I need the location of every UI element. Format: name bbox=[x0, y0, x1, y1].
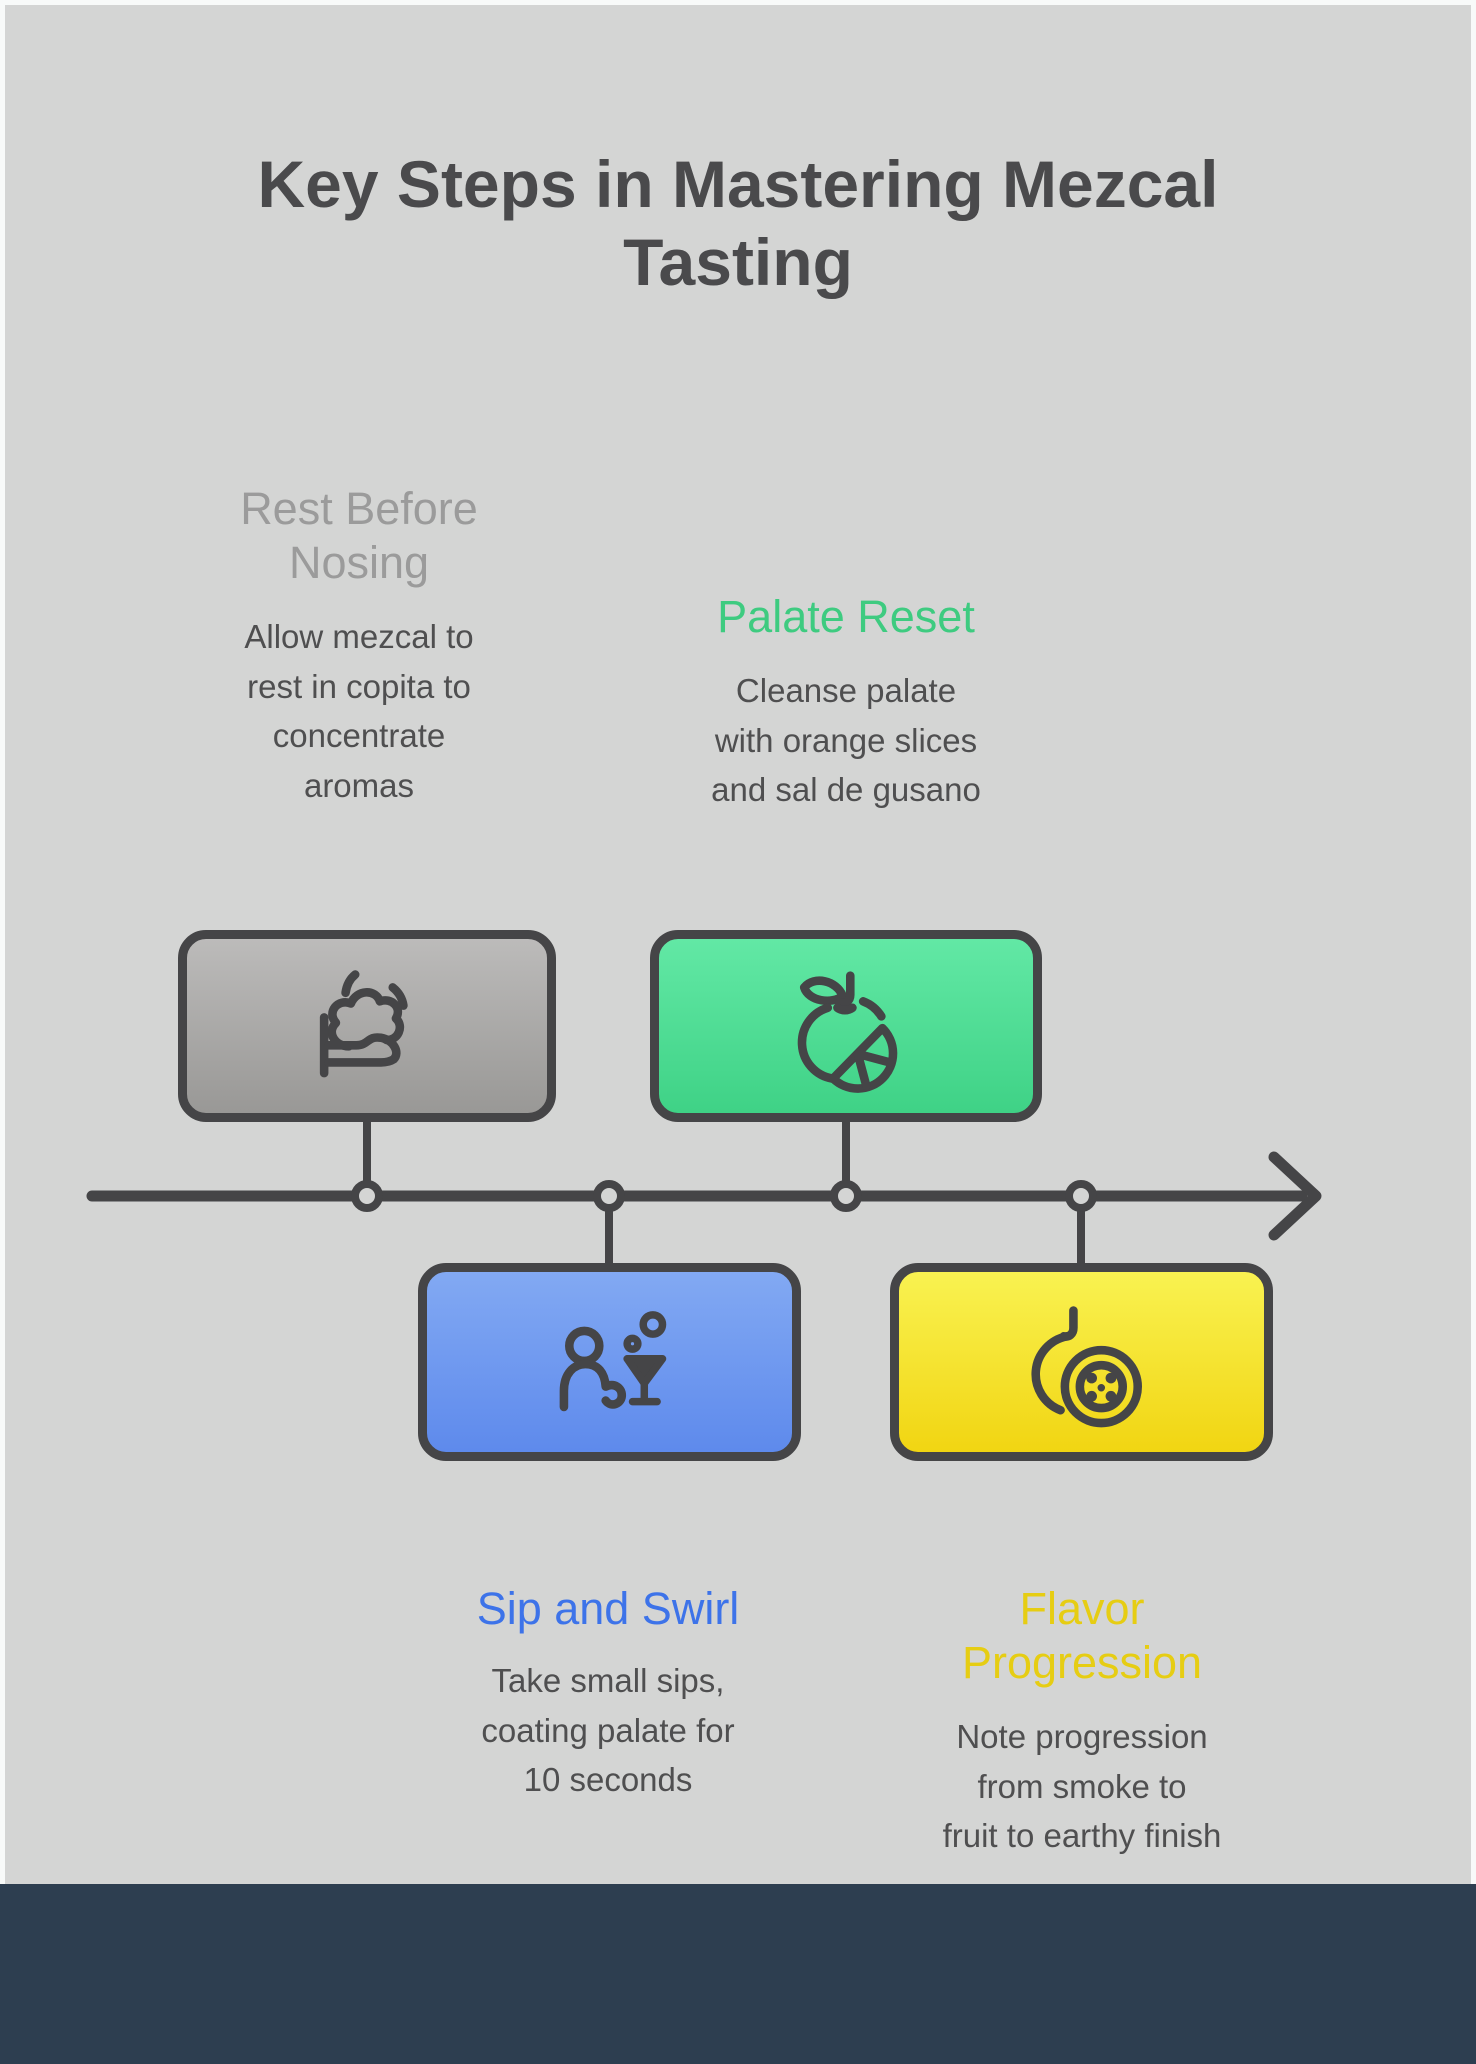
step-box-flavor-progression bbox=[890, 1263, 1273, 1461]
step-heading-flavor-progression: Flavor Progression bbox=[961, 1583, 1203, 1688]
step-heading-rest-before-nosing: Rest Before Nosing bbox=[240, 483, 478, 588]
orange-with-slice-icon bbox=[797, 971, 898, 1093]
step-box-rest-before-nosing bbox=[178, 930, 556, 1122]
step-description-flavor-progression: Note progression from smoke to fruit to … bbox=[942, 1718, 1222, 1854]
step-box-palate-reset bbox=[650, 930, 1042, 1122]
step-description-rest-before-nosing: Allow mezcal to rest in copita to concen… bbox=[244, 618, 474, 804]
step-box-sip-and-swirl bbox=[418, 1263, 801, 1461]
step-description-palate-reset: Cleanse palate with orange slices and sa… bbox=[711, 672, 981, 808]
step-description-sip-and-swirl: Take small sips, coating palate for 10 s… bbox=[481, 1662, 735, 1798]
fruit-cross-section-icon bbox=[1030, 1306, 1142, 1428]
steam-over-hand-icon bbox=[319, 970, 408, 1078]
person-with-glass-icon bbox=[559, 1311, 666, 1412]
step-heading-palate-reset: Palate Reset bbox=[717, 591, 975, 642]
step-heading-sip-and-swirl: Sip and Swirl bbox=[476, 1583, 740, 1634]
page-title: Key Steps in Mastering Mezcal Tasting bbox=[257, 147, 1219, 299]
footer-bar bbox=[0, 1884, 1476, 2064]
